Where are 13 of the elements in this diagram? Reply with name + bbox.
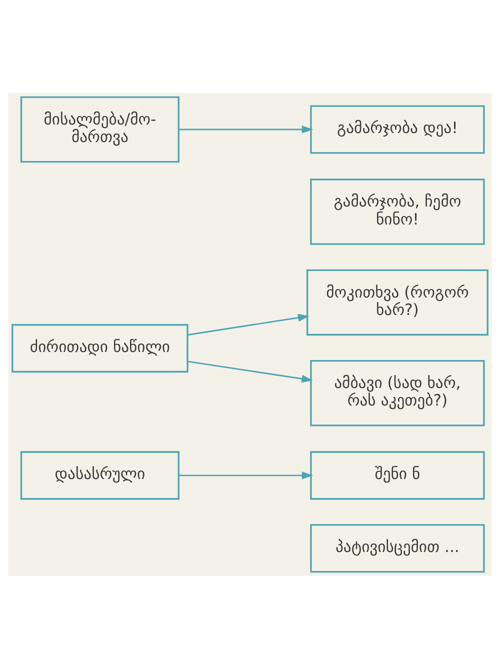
arrow [188, 313, 310, 336]
arrow [188, 360, 313, 382]
node-box: ძირითადი ნაწილი [12, 324, 188, 372]
node-box: გამარჯობა, ჩემო ნინო! [310, 178, 485, 244]
node-box: მოკითხვა (როგორ ხარ?) [306, 268, 488, 336]
node-box: მისალმება/მო- მართვა [20, 96, 180, 162]
node-box: დასასრული [20, 450, 180, 500]
arrow [179, 125, 314, 133]
node-box: შენი ნ [310, 450, 485, 500]
node-box: გამარჯობა დეა! [310, 104, 485, 154]
node-box: პატივისცემით ... [310, 524, 485, 572]
node-box: ამბავი (სად ხარ, რას აკეთებ?) [310, 359, 485, 426]
arrow [179, 471, 314, 479]
